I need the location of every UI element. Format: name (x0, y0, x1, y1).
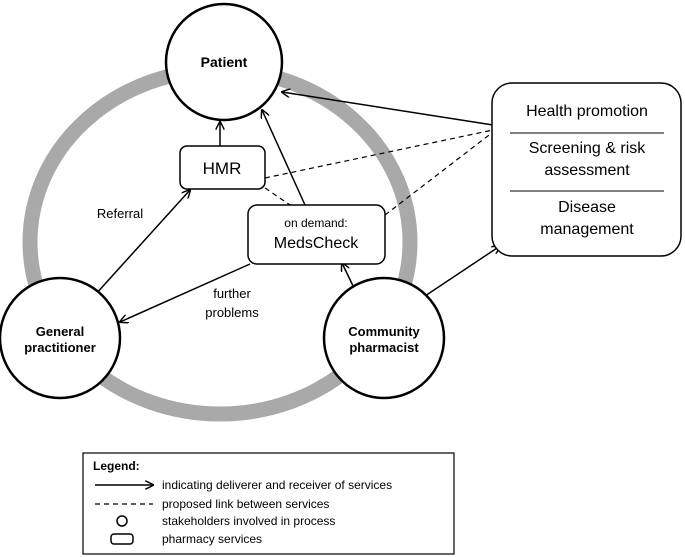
dashed-link-hmr-medscheck (264, 187, 291, 206)
pharmacist-label-line1: Community (348, 324, 420, 339)
legend-item-circle: stakeholders involved in process (162, 514, 335, 528)
disease-label-line1: Disease (558, 199, 616, 216)
gp-label-line2: practitioner (24, 340, 96, 355)
arrow-medscheck-to-patient (262, 110, 306, 206)
legend-item-arrow: indicating deliverer and receiver of ser… (162, 478, 392, 492)
further-problems-line2: problems (205, 305, 259, 320)
medscheck-prefix: on demand: (284, 216, 347, 230)
screening-label-line1: Screening & risk (529, 140, 646, 157)
legend-title: Legend: (93, 459, 140, 473)
service-hmr: HMR (179, 145, 266, 190)
health-promotion-label: Health promotion (526, 103, 648, 120)
dashed-link-medscheck-health (384, 131, 494, 216)
arrow-pharmacist-to-health (424, 246, 500, 297)
node-community-pharmacist: Community pharmacist (322, 276, 446, 400)
referral-label: Referral (97, 206, 143, 221)
legend-circle-icon (116, 515, 128, 527)
legend-item-dashed: proposed link between services (162, 497, 329, 511)
legend: Legend: indicating deliverer and receive… (82, 452, 455, 555)
further-problems-line1: further (213, 286, 251, 301)
legend-box-icon (110, 533, 134, 545)
arrow-medscheck-to-gp (120, 263, 251, 322)
node-patient: Patient (164, 2, 284, 122)
service-health-box: Health promotion Screening & risk assess… (491, 82, 682, 257)
screening-label-line2: assessment (544, 162, 630, 179)
service-medscheck: on demand: MedsCheck (247, 204, 386, 265)
dashed-link-hmr-health (264, 129, 494, 179)
gp-label-line1: General (36, 324, 84, 339)
arrow-gp-to-hmr (94, 190, 190, 296)
arrow-health-to-patient (282, 92, 494, 126)
legend-item-box: pharmacy services (162, 532, 262, 546)
hmr-label: HMR (203, 159, 242, 178)
medscheck-label: MedsCheck (274, 235, 359, 252)
disease-label-line2: management (540, 221, 634, 238)
node-general-practitioner: General practitioner (0, 276, 122, 400)
patient-label: Patient (201, 54, 248, 70)
pharmacist-label-line2: pharmacist (349, 340, 419, 355)
